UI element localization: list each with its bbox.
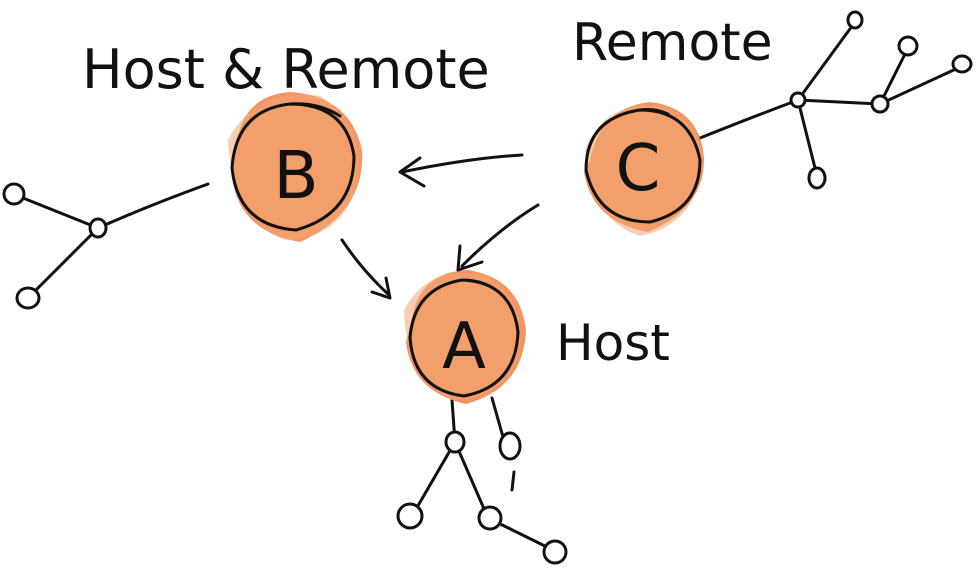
leaf-node bbox=[897, 35, 919, 57]
node-a-letter: A bbox=[442, 310, 486, 384]
leaf-node bbox=[444, 430, 466, 454]
arrow-b-to-a bbox=[340, 238, 392, 300]
cluster-c-edges bbox=[698, 20, 960, 170]
leaf-node bbox=[807, 166, 827, 190]
leaf-node bbox=[477, 505, 503, 531]
arrow-c-to-a bbox=[456, 203, 540, 272]
arrow-c-to-b bbox=[398, 153, 524, 188]
label-remote: Remote bbox=[572, 13, 773, 73]
cluster-b-edges bbox=[16, 182, 210, 298]
leaf-node bbox=[789, 91, 807, 109]
cluster-a-nodes bbox=[396, 430, 568, 565]
node-a: A bbox=[404, 270, 526, 404]
leaf-node bbox=[542, 539, 568, 565]
leaf-node bbox=[15, 286, 41, 310]
leaf-node bbox=[396, 502, 424, 530]
label-host: Host bbox=[556, 314, 670, 372]
cluster-c-nodes bbox=[789, 10, 973, 190]
leaf-node bbox=[88, 217, 108, 239]
leaf-node bbox=[951, 54, 973, 74]
node-b-letter: B bbox=[273, 137, 318, 214]
leaf-node bbox=[498, 431, 522, 461]
node-c-letter: C bbox=[616, 132, 661, 206]
leaf-node bbox=[2, 182, 26, 206]
label-host-and-remote: Host & Remote bbox=[82, 38, 490, 101]
leaf-node bbox=[870, 94, 890, 114]
node-c: C bbox=[584, 102, 705, 236]
node-b: B bbox=[228, 92, 363, 242]
leaf-node bbox=[846, 10, 864, 30]
cluster-b-nodes bbox=[2, 182, 108, 310]
